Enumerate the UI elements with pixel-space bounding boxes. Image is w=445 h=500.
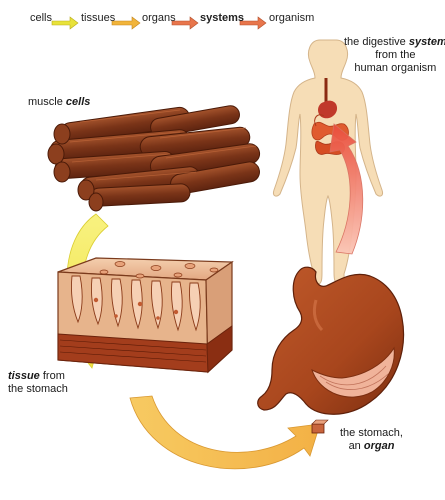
label-stomach-organ: the stomach, an organ bbox=[340, 427, 403, 452]
label-organ-em: organ bbox=[363, 440, 395, 452]
flow-term-tissues: tissues bbox=[81, 12, 116, 24]
flow-term-cells: cells bbox=[30, 12, 53, 24]
flow-arrow-3 bbox=[171, 16, 199, 30]
arrow-organ-to-system bbox=[329, 123, 364, 255]
flow-term-organs: organs bbox=[142, 12, 176, 24]
label-muscle-cells: muscle cells bbox=[28, 96, 91, 108]
flow-arrow-4 bbox=[239, 16, 267, 30]
flow-arrow-1 bbox=[51, 16, 79, 30]
muscle-fibers bbox=[47, 105, 261, 212]
flow-arrow-2 bbox=[111, 16, 141, 30]
human-body bbox=[273, 39, 383, 285]
flow-term-systems: systems bbox=[200, 12, 245, 24]
label-tissue: tissue from the stomach bbox=[8, 370, 68, 395]
label-system-em: system bbox=[408, 36, 445, 48]
flow-term-organism: organism bbox=[269, 12, 315, 24]
label-digestive-system: the digestive system from the human orga… bbox=[344, 36, 445, 74]
label-tissue-em: tissue bbox=[8, 370, 40, 382]
arrow-tissue-to-organ bbox=[129, 395, 321, 470]
stomach-tissue-block bbox=[57, 257, 234, 374]
stomach-organ bbox=[257, 266, 405, 434]
label-muscle-cells-em: cells bbox=[65, 96, 91, 108]
